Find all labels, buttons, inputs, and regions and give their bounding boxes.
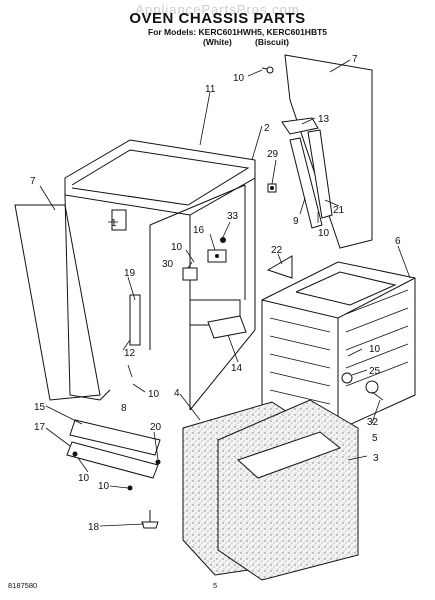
callout-label: 10 <box>318 228 330 239</box>
callout-label: 10 <box>78 473 90 484</box>
callout-label: 14 <box>231 363 243 374</box>
callout-label: 6 <box>395 236 401 247</box>
oven-cavity-6 <box>261 261 416 431</box>
screw-33 <box>220 237 226 243</box>
callout-label: 11 <box>205 84 216 95</box>
clip-29 <box>267 183 277 193</box>
callout-label: 7 <box>30 176 36 187</box>
callout-labels: 1 2 3 4 5 6 7 7 8 9 10 10 10 10 10 10 10… <box>30 54 401 533</box>
callout-label: 33 <box>227 211 239 222</box>
screw-top <box>261 66 274 74</box>
callout-label: 3 <box>373 453 379 464</box>
side-insulation-panel <box>14 204 101 401</box>
document-code: 8187580 <box>8 581 38 590</box>
callout-label: 19 <box>124 268 136 279</box>
watermark: AppliancePartsPros.com <box>135 2 300 17</box>
callout-label: 12 <box>124 348 136 359</box>
callout-label: 17 <box>34 422 46 433</box>
callout-label: 15 <box>34 402 46 413</box>
variant-white: (White) <box>203 37 232 47</box>
lower-rail-15 <box>69 419 161 456</box>
vertical-channel-21 <box>307 129 333 219</box>
callout-label: 10 <box>369 344 381 355</box>
models-line: For Models: KERC601HWH5, KERC601HBT5 <box>148 27 328 37</box>
block-30 <box>182 267 198 281</box>
vent-bracket <box>281 117 319 135</box>
callout-label: 32 <box>367 417 379 428</box>
callout-label: 25 <box>369 366 381 377</box>
callout-label: 2 <box>264 123 270 134</box>
diagram-title: OVEN CHASSIS PARTS <box>129 10 306 27</box>
callout-label: 20 <box>150 422 162 433</box>
callout-label: 22 <box>271 245 283 256</box>
variant-biscuit: (Biscuit) <box>255 37 289 47</box>
callout-label: 7 <box>352 54 358 65</box>
callout-label: 13 <box>318 114 330 125</box>
thermostat-16 <box>207 249 227 263</box>
oven-chassis-frame <box>64 139 256 411</box>
rear-insulation-panel <box>284 54 373 249</box>
callout-label: 29 <box>267 149 279 160</box>
callout-label: 1 <box>111 218 117 229</box>
callout-label: 21 <box>333 205 345 216</box>
heat-shield-22 <box>266 255 293 279</box>
callout-label: 10 <box>233 73 245 84</box>
knob-32 <box>365 380 379 394</box>
callout-label: 4 <box>174 388 180 399</box>
insulation-blanket-3 <box>217 399 359 581</box>
callout-label: 10 <box>98 481 110 492</box>
screw-20 <box>155 459 161 465</box>
callout-label: 8 <box>121 403 127 414</box>
callout-label: 30 <box>162 259 174 270</box>
leader-lines <box>39 59 411 527</box>
callout-label: 5 <box>372 433 378 444</box>
bracket-14 <box>207 315 247 339</box>
callout-label: 16 <box>193 225 205 236</box>
leveling-leg-18 <box>141 510 159 529</box>
page-number: 5 <box>213 581 218 590</box>
callout-label: 10 <box>148 389 160 400</box>
screws-10-lower <box>72 451 133 491</box>
callout-label: 10 <box>171 242 183 253</box>
rail-17 <box>66 441 159 479</box>
callout-label: 18 <box>88 522 100 533</box>
callout-label: 9 <box>293 216 299 227</box>
element-25 <box>341 372 353 384</box>
